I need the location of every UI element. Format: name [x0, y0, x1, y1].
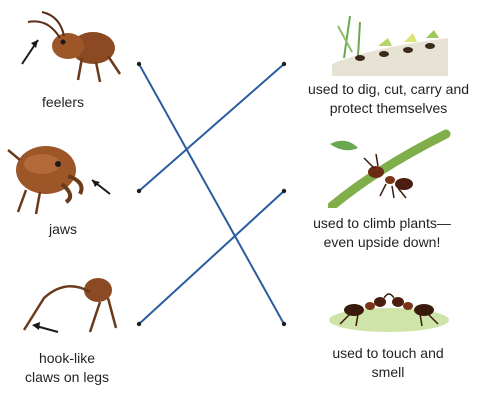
- line-jaws-to-dig: [139, 64, 284, 191]
- dot-left-claws: [137, 322, 141, 326]
- dot-left-feelers: [137, 62, 141, 66]
- dot-right-dig: [282, 62, 286, 66]
- dot-left-jaws: [137, 189, 141, 193]
- line-claws-to-climb: [139, 191, 284, 324]
- dot-right-climb: [282, 189, 286, 193]
- dot-right-touch: [282, 322, 286, 326]
- line-feelers-to-touch: [139, 64, 284, 324]
